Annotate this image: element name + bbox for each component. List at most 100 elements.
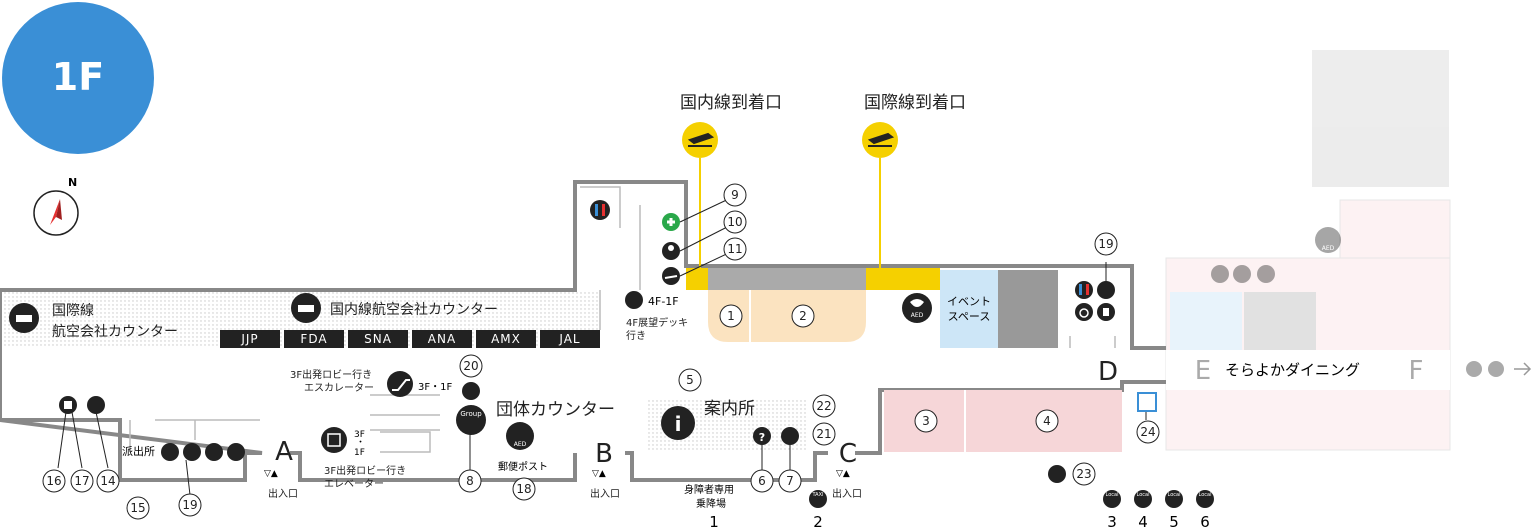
airline-sna: SNA (364, 332, 392, 346)
aed-icon (1315, 227, 1341, 253)
wheelchair-icon (1233, 265, 1251, 283)
floor-label: 1F (52, 55, 104, 99)
bus-stop-1: 1 (709, 513, 719, 530)
callout-number: 1 (727, 309, 735, 323)
bus-stops: 1 TAXI 2 Local 3 Local 4 Local 5 Local 6 (709, 490, 1214, 530)
callout-number: 7 (786, 474, 794, 488)
gate-marker-a: ▽▲ (264, 469, 278, 479)
callout-number: 9 (731, 188, 739, 202)
callout-number: 24 (1140, 425, 1155, 439)
post-label: 郵便ポスト (498, 460, 548, 473)
elevator-icon (625, 291, 643, 309)
local-bus-icon (1103, 490, 1121, 508)
multi-purpose-toilet-icon (1097, 281, 1115, 299)
police-label: 派出所 (122, 444, 155, 458)
callout-circle (126, 496, 150, 520)
callout-circle (723, 237, 747, 261)
callout-number: 5 (686, 373, 694, 387)
gate-a: A (275, 437, 293, 467)
lower-restroom-icons (161, 443, 245, 461)
callout-circle (791, 304, 815, 328)
callout-number: 22 (816, 399, 831, 413)
dining-area (1165, 50, 1451, 451)
callout-circle (458, 469, 482, 493)
zone-1-2 (708, 290, 866, 342)
multi-purpose-toilet-icon (183, 443, 201, 461)
local-text-2: Local (1137, 492, 1150, 498)
callout-number: 16 (46, 474, 61, 488)
callout-number: 6 (758, 474, 766, 488)
baby-icon (1097, 303, 1115, 321)
local-text-1: Local (1106, 492, 1119, 498)
nursing-room-icon (662, 242, 680, 260)
callout-number: 4 (1043, 414, 1051, 428)
elevator-3f-label-2: ・ (356, 438, 365, 448)
callout-number: 10 (727, 215, 742, 229)
aed-text-dining: AED (1322, 245, 1335, 252)
first-aid-icon (662, 213, 680, 231)
elevator-3f-label-3: 1F (354, 448, 365, 458)
gate-marker-c: ▽▲ (836, 469, 850, 479)
wheelchair-icon (205, 443, 223, 461)
domestic-counter: 国内線航空会社カウンター JJP FDA SNA ANA AMX JAL (220, 293, 600, 348)
elevator-4f-label: 4F-1F (648, 295, 679, 308)
local-bus-icon (1134, 490, 1152, 508)
callout-number: 20 (463, 359, 478, 373)
disabled-stop-line2: 乗降場 (696, 497, 726, 510)
aed-icon (506, 422, 534, 450)
elevator-icon (321, 427, 347, 453)
information-desk: i 案内所 ? (661, 399, 799, 445)
callout-number: 17 (74, 474, 89, 488)
reception-icon (462, 382, 480, 400)
taxi-icon (1466, 361, 1482, 377)
group-counter-label: 団体カウンター (496, 400, 615, 420)
taxi-text: TAXI (812, 492, 824, 498)
bus-stop-6: 6 (1200, 513, 1210, 530)
svg-text:?: ? (759, 431, 765, 444)
callout-circle (812, 422, 836, 446)
group-icon-text: Group (460, 410, 482, 418)
gate-f: F (1409, 356, 1424, 386)
restroom-icon (1211, 265, 1229, 283)
callout-circle (178, 493, 202, 517)
gate-d: D (1098, 357, 1118, 387)
entrance-b: 出入口 (590, 487, 620, 500)
escalator: 3F出発ロビー行き エスカレーター 3F・1F (290, 368, 452, 397)
intl-counter-line2: 航空会社カウンター (52, 324, 178, 340)
elevator-4f-note-2: 行き (626, 329, 646, 342)
event-space-line2: スペース (948, 310, 991, 323)
callout-circle (96, 469, 120, 493)
gray-strip (708, 268, 866, 290)
escalator-label: 3F・1F (418, 382, 452, 393)
bus-icon (1488, 361, 1504, 377)
elevator-4f-note-1: 4F展望デッキ (626, 316, 688, 329)
callout-number: 19 (1098, 237, 1113, 251)
aed-icon: AED (902, 293, 932, 323)
callout-circle (812, 394, 836, 418)
escalator-icon (387, 371, 413, 397)
elevator-3f-label-1: 3F (354, 430, 365, 440)
elevator-3f-note-2: エレベーター (324, 478, 384, 490)
taxi-icon (809, 490, 827, 508)
airline-fda: FDA (300, 332, 327, 346)
aed-text-group: AED (514, 441, 527, 448)
dining-icons: AED (1211, 227, 1341, 283)
gate-marker-b: ▽▲ (592, 469, 606, 479)
restroom-icon (161, 443, 179, 461)
svg-text:i: i (675, 412, 682, 436)
aed-text: AED (911, 312, 924, 319)
info-label: 案内所 (704, 399, 755, 419)
callout-circle (1035, 409, 1059, 433)
international-arrival-label: 国際線到着口 (864, 93, 966, 113)
compass-icon: N (33, 176, 79, 236)
gate-e: E (1195, 356, 1211, 386)
compass-north: N (68, 176, 77, 189)
escalator-note-2: エスカレーター (304, 382, 374, 394)
callout-circle (70, 469, 94, 493)
entrance-c: 出入口 (832, 487, 862, 500)
local-text-4: Local (1199, 492, 1212, 498)
entrance-a: 出入口 (268, 487, 298, 500)
restroom-icon (1075, 281, 1093, 299)
callout-number: 2 (799, 309, 807, 323)
